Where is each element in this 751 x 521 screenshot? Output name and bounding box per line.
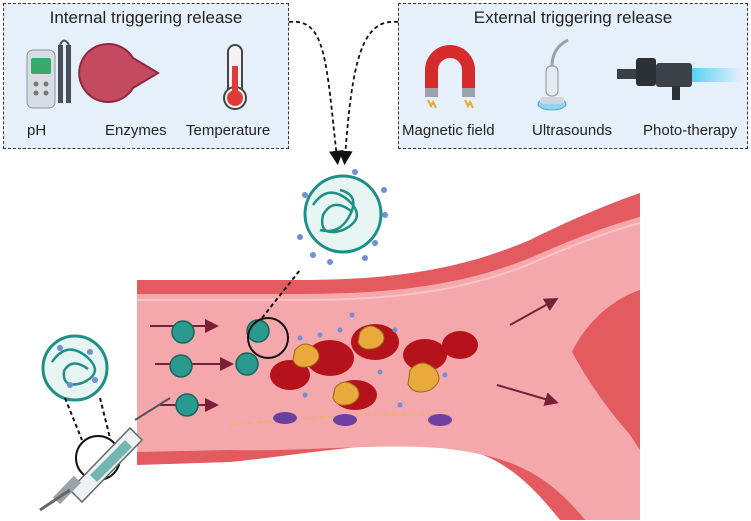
ph-label: pH <box>27 122 47 139</box>
photo-therapy-label: Photo-therapy <box>643 122 738 139</box>
nanoparticle-left <box>41 334 109 402</box>
enzymes-label: Enzymes <box>105 122 167 139</box>
ultrasounds-label: Ultrasounds <box>532 122 613 139</box>
laser-device-icon <box>617 58 742 100</box>
nanoparticle-top <box>297 169 388 265</box>
internal-connector-arrow <box>288 20 344 166</box>
external-connector-arrow <box>338 20 399 166</box>
vessel-zoom-circle <box>247 317 289 359</box>
magnetic-field-label: Magnetic field <box>402 122 495 139</box>
horseshoe-magnet-icon <box>425 45 475 109</box>
enzyme-pacman-icon <box>78 43 160 103</box>
external-panel-title: External triggering release <box>473 8 673 27</box>
thermometer-icon <box>223 44 247 110</box>
temperature-label: Temperature <box>186 122 271 139</box>
ph-meter-icon <box>26 39 71 109</box>
ultrasound-probe-icon <box>537 38 569 111</box>
syringe-icon <box>39 397 171 512</box>
thrombus <box>270 312 478 426</box>
nanoparticles-in-flow <box>169 319 270 417</box>
internal-panel-title: Internal triggering release <box>49 8 243 27</box>
